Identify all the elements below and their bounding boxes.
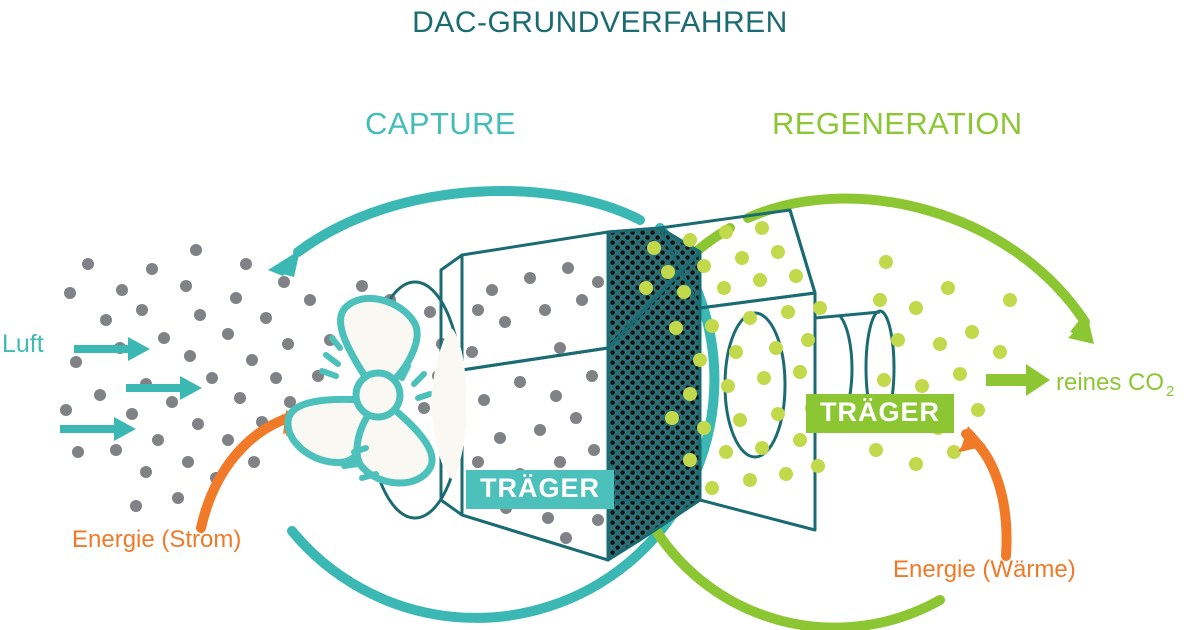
regeneration-sorbent-badge: TRÄGER [806, 394, 954, 433]
air-input-label: Luft [2, 330, 44, 358]
regeneration-section-heading: REGENERATION [772, 106, 1023, 141]
heat-energy-label: Energie (Wärme) [893, 556, 1076, 583]
co2-subscript: 2 [1166, 382, 1175, 400]
electric-energy-label: Energie (Strom) [72, 526, 242, 553]
inlet-funnel [430, 328, 467, 480]
outlet-duct [723, 309, 896, 459]
sorbent-membrane-panel [606, 226, 702, 562]
regeneration-arc-arrow [743, 193, 1094, 344]
air-inlet-arrows [60, 337, 202, 441]
capture-arc-arrow [268, 186, 645, 277]
fan-icon [284, 295, 436, 487]
co2-output-text: reines CO [1056, 369, 1165, 396]
capture-section-heading: CAPTURE [365, 106, 516, 141]
heat-energy-arrow [958, 426, 1012, 561]
fan-motion-dashes [319, 335, 433, 481]
page-title: DAC-GRUNDVERFAHREN [412, 6, 788, 39]
capture-sorbent-badge: TRÄGER [466, 470, 614, 509]
co2-outlet-arrow [986, 364, 1050, 396]
